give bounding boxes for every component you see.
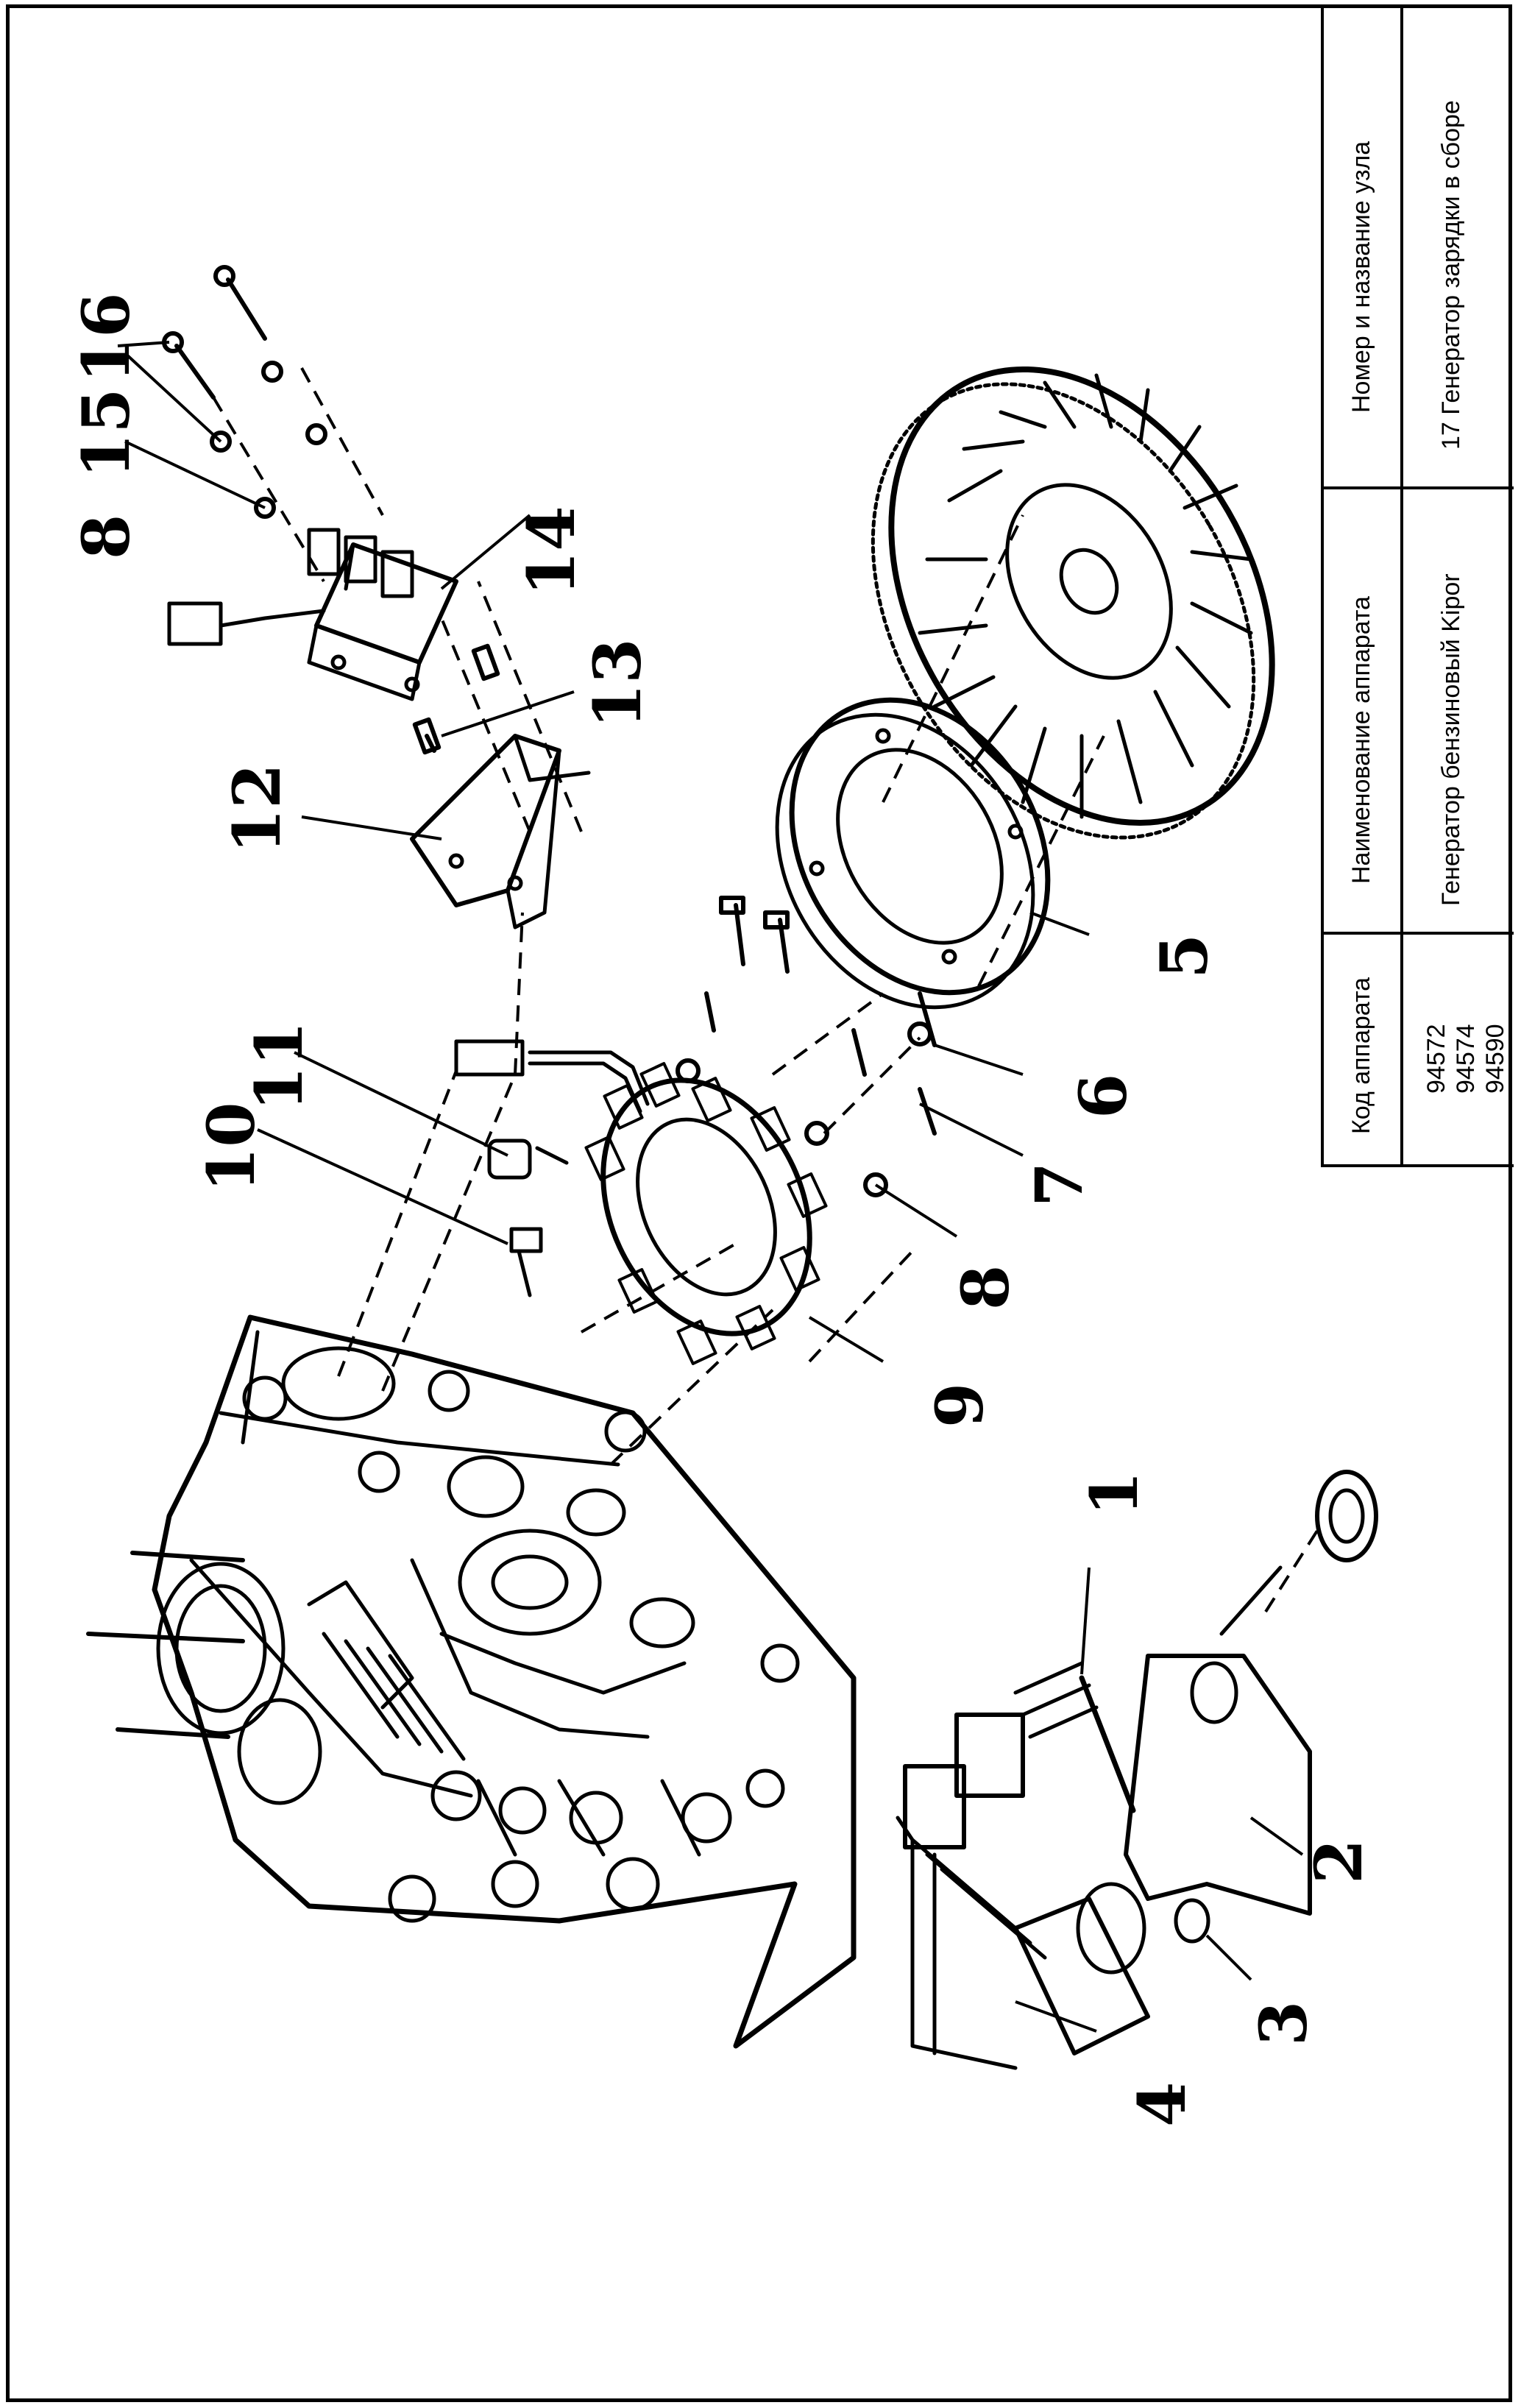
callout-14: 14: [513, 506, 589, 596]
regulator-module: [167, 528, 458, 701]
code-3: 94590: [1481, 1024, 1509, 1094]
leader-lines: [117, 341, 1304, 2033]
callout-10: 10: [193, 1102, 269, 1192]
rotor-ring: [775, 697, 1051, 1010]
callouts: 1 2 3 4 5 6 7 8 9 10 11 12 13 14 8 15 16: [68, 293, 1377, 2127]
part-3: [1174, 1898, 1210, 1944]
flywheel-fan: [871, 366, 1275, 840]
callout-7: 7: [1021, 1162, 1097, 1207]
title-block: Код аппарата Наименование аппарата Номер…: [1321, 4, 1514, 1167]
starter-motor: [896, 1661, 1150, 2070]
rod: [1079, 1675, 1136, 1813]
callout-6: 6: [1065, 1074, 1141, 1119]
code-1: 94572: [1422, 1024, 1450, 1094]
bolts-13: [412, 643, 500, 755]
engine-block: [152, 1314, 857, 2049]
code-header: Код аппарата: [1347, 977, 1375, 1134]
device-header: Наименование аппарата: [1347, 596, 1375, 884]
callout-16: 16: [68, 293, 144, 383]
callout-13: 13: [579, 639, 656, 729]
callout-8a: 8: [68, 514, 144, 559]
stator: [454, 1039, 828, 1365]
terminal-and-screw: [487, 1139, 569, 1297]
callout-2: 2: [1300, 1839, 1377, 1884]
starter-bracket: [1124, 1470, 1378, 1916]
callout-11: 11: [241, 1021, 317, 1111]
unit-header: Номер и название узла: [1347, 141, 1375, 413]
callout-9: 9: [921, 1383, 998, 1428]
device-name: Генератор бензиновый Kipor: [1437, 573, 1465, 906]
code-2: 94574: [1452, 1024, 1480, 1094]
stator-bolts: [676, 896, 937, 1197]
unit-name: 17 Генератор зарядки в сборе: [1437, 100, 1465, 450]
bracket: [410, 734, 591, 929]
bolts-16: [162, 265, 327, 519]
callout-12: 12: [219, 764, 295, 854]
drawing-frame: [6, 4, 1512, 2402]
callout-8b: 8: [947, 1265, 1024, 1310]
callout-15: 15: [68, 389, 144, 478]
callout-5: 5: [1146, 934, 1222, 979]
callout-1: 1: [1076, 1471, 1152, 1516]
cylinder-studs: [86, 1551, 245, 1739]
callout-4: 4: [1124, 2082, 1200, 2127]
callout-3: 3: [1245, 2001, 1322, 2046]
